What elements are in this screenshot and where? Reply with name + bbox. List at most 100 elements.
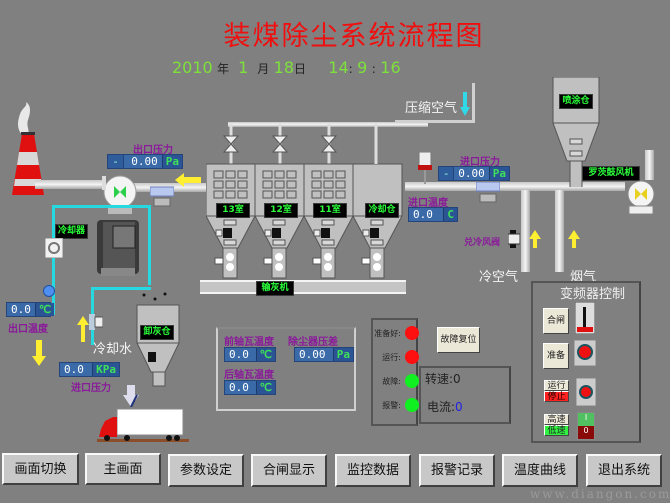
status-label: 报警: (382, 400, 401, 410)
value: 0.00 (458, 167, 485, 180)
datetime: 2010 年 1 月 18日 14: 9 : 16 (172, 58, 401, 77)
ready-button[interactable]: 准备 (543, 343, 569, 369)
chamber-11-tag: 11室 (313, 203, 347, 218)
chamber-12-tag: 12室 (264, 203, 298, 218)
nav-button[interactable]: 温度曲线 (502, 454, 578, 487)
value: 0.0 (413, 208, 433, 221)
pipe (555, 190, 564, 272)
hour: 14 (328, 58, 349, 77)
unit: Pa (161, 155, 182, 168)
inlet-temp-readout: 0.0 C (408, 207, 458, 222)
status-led-icon (405, 374, 419, 388)
second: 16 (380, 58, 401, 77)
cold-air-label: 冷空气 (479, 270, 519, 285)
outlet-pressure-readout: - 0.00 Pa (107, 154, 183, 169)
close-button[interactable]: 合闸 (543, 308, 569, 334)
status-item: 故障: (373, 369, 419, 393)
sep: : (348, 62, 353, 76)
unit: C (443, 208, 457, 221)
dust-diff-readout: 0.00 Pa (294, 347, 354, 362)
arrow-shaft (572, 238, 576, 248)
pipe (645, 150, 654, 180)
stop-indicator: 停止 (544, 391, 569, 402)
ash-bin-tag: 卸灰仓 (140, 325, 174, 340)
temp-sensor-icon (418, 151, 432, 188)
vfd-panel (531, 281, 641, 443)
inlet-pressure-label: 进口压力 (460, 157, 500, 168)
low-speed-indicator: 低速 (544, 425, 569, 436)
nav-button[interactable]: 报警记录 (419, 454, 495, 487)
status-item: 准备好: (373, 321, 419, 345)
flow-arrow-left-icon (175, 172, 201, 191)
watermark: www.diangon.com (530, 487, 670, 501)
outlet-temp-label: 出口温度 (8, 324, 48, 335)
unit: ℃ (255, 381, 275, 394)
front-bearing-readout: 0.0 ℃ (224, 347, 276, 362)
day-unit: 日 (294, 62, 307, 76)
status-item: 运行: (373, 345, 419, 369)
compressed-air-frame (395, 83, 475, 123)
high-speed-button[interactable]: 高速 (544, 414, 569, 425)
vfd-title: 变频器控制 (560, 287, 626, 302)
speed-value: 0 (453, 372, 461, 386)
motor-icon (97, 218, 139, 278)
nav-button[interactable]: 监控数据 (335, 454, 411, 487)
cooler-icon (44, 237, 64, 259)
value: 0.0 (64, 363, 84, 376)
cooling-water-label: 冷却水 (93, 342, 133, 357)
dust-diff-label: 除尘器压差 (288, 337, 338, 348)
pipe (521, 190, 530, 272)
stop-button-icon[interactable] (573, 339, 597, 370)
unit: Pa (488, 167, 509, 180)
cooling-bin-tag: 冷却仓 (365, 203, 399, 218)
day: 18 (273, 58, 295, 77)
water-pump-icon (43, 282, 55, 301)
status-label: 准备好: (374, 328, 401, 338)
spray-bin-tag: 喷涂仓 (559, 94, 593, 109)
inlet-pressure-readout: - 0.00 Pa (438, 166, 510, 181)
sign: - (108, 155, 124, 168)
nav-button[interactable]: 退出系统 (586, 454, 662, 487)
speed-toggle-icon[interactable]: I 0 (577, 412, 595, 440)
front-bearing-label: 前轴瓦温度 (224, 337, 274, 348)
water-pipe (91, 287, 151, 290)
fault-reset-button[interactable]: 故障复位 (437, 327, 480, 353)
nav-button[interactable]: 合闸显示 (251, 454, 327, 487)
mixing-valve-label: 兑冷风阀 (464, 238, 501, 248)
value: 0.00 (299, 348, 326, 361)
speed-label: 转速: (425, 372, 454, 386)
chamber-13-tag: 13室 (216, 203, 250, 218)
nav-button[interactable]: 参数设定 (168, 454, 244, 487)
water-inlet-pressure-label: 进口压力 (71, 383, 111, 394)
outlet-pressure-label: 出口压力 (133, 145, 173, 156)
flow-arrow-up-icon (77, 316, 89, 346)
motor-info-panel (419, 366, 511, 424)
nav-button[interactable]: 画面切换 (2, 453, 79, 485)
breaker-switch-icon[interactable] (574, 301, 596, 338)
sign: - (439, 167, 455, 180)
ash-bin (135, 290, 180, 400)
run-button[interactable]: 运行 (544, 380, 569, 391)
compressed-air-label: 压缩空气 (405, 101, 458, 116)
value: 0.0 (11, 303, 31, 316)
rear-bearing-label: 后轴瓦温度 (224, 370, 274, 381)
bearing-panel (216, 327, 356, 411)
pipe (405, 182, 625, 191)
cooler-tag: 冷却器 (55, 224, 88, 239)
dust-collector (205, 124, 406, 284)
roots-blower-tag: 罗茨鼓风机 (582, 166, 640, 181)
water-pipe (52, 205, 149, 208)
value: 0.0 (229, 381, 249, 394)
year-unit: 年 (217, 62, 230, 76)
water-pipe (52, 205, 55, 315)
sep: : (371, 62, 376, 76)
pipe (35, 180, 105, 189)
status-panel (371, 318, 418, 426)
run-stop-button-icon[interactable] (575, 377, 597, 410)
roots-blower-icon (625, 180, 655, 218)
nav-button[interactable]: 主画面 (85, 453, 161, 485)
status-label: 运行: (382, 352, 401, 362)
mixing-valve-icon[interactable] (507, 230, 521, 252)
arrow-shaft (533, 238, 537, 248)
status-led-icon (405, 350, 419, 364)
